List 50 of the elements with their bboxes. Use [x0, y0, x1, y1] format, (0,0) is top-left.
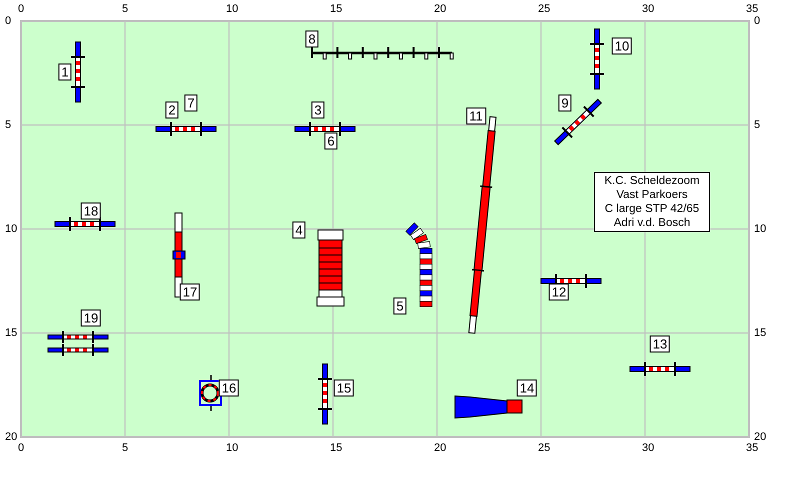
axis-tick-label: 20: [754, 431, 766, 443]
axis-tick-label: 0: [754, 15, 760, 27]
info-text: Vast Parkoers: [615, 188, 689, 202]
axis-tick-label: 10: [226, 442, 238, 454]
axis-tick-label: 10: [754, 223, 766, 235]
axis-tick-label: 10: [226, 3, 238, 15]
info-text: C large STP 42/65: [604, 202, 700, 216]
axis-tick-label: 20: [434, 3, 446, 15]
callout-number: 3: [311, 102, 325, 118]
axis-tick-label: 30: [642, 3, 654, 15]
callout-number: 16: [218, 380, 240, 396]
callout-number: 6: [324, 132, 338, 150]
axis-tick-label: 15: [330, 3, 342, 15]
callout-number: 19: [80, 310, 102, 326]
callout-number: 11: [466, 108, 486, 124]
axis-tick-label: 20: [434, 442, 446, 454]
info-box: [594, 172, 710, 232]
callout-number: 9: [558, 94, 572, 112]
axis-tick-label: 20: [5, 431, 18, 443]
info-text: Adri v.d. Bosch: [612, 216, 692, 230]
axis-tick-label: 0: [18, 442, 24, 454]
callout-number: 15: [334, 380, 354, 396]
axis-tick-label: 5: [122, 442, 128, 454]
callout-number: 17: [180, 284, 200, 300]
axis-tick-label: 35: [746, 442, 758, 454]
axis-tick-label: 5: [5, 119, 12, 131]
axis-tick-label: 30: [642, 442, 654, 454]
callout-number: 12: [548, 284, 570, 300]
axis-tick-label: 25: [538, 3, 550, 15]
callout-number: 8: [305, 30, 319, 48]
axis-tick-label: 5: [122, 3, 128, 15]
axis-tick-label: 10: [5, 223, 18, 235]
axis-tick-label: 25: [538, 442, 550, 454]
axis-tick-label: 0: [5, 15, 12, 27]
axis-tick-label: 0: [18, 3, 24, 15]
callout-number: 18: [80, 202, 102, 220]
axis-tick-label: 35: [746, 3, 758, 15]
callout-number: 14: [516, 380, 538, 396]
info-text: K.C. Scheldezoom: [603, 174, 701, 188]
axis-tick-label: 5: [754, 119, 760, 131]
callout-number: 2: [165, 102, 179, 118]
axis-tick-label: 15: [5, 327, 18, 339]
axis-tick-label: 15: [754, 327, 766, 339]
callout-number: 10: [612, 38, 632, 54]
callout-number: 7: [184, 94, 198, 112]
axis-tick-label: 15: [330, 442, 342, 454]
callout-number: 13: [650, 336, 670, 352]
callout-number: 4: [292, 222, 306, 238]
callout-number: 5: [393, 298, 407, 314]
callout-number: 1: [58, 64, 72, 80]
